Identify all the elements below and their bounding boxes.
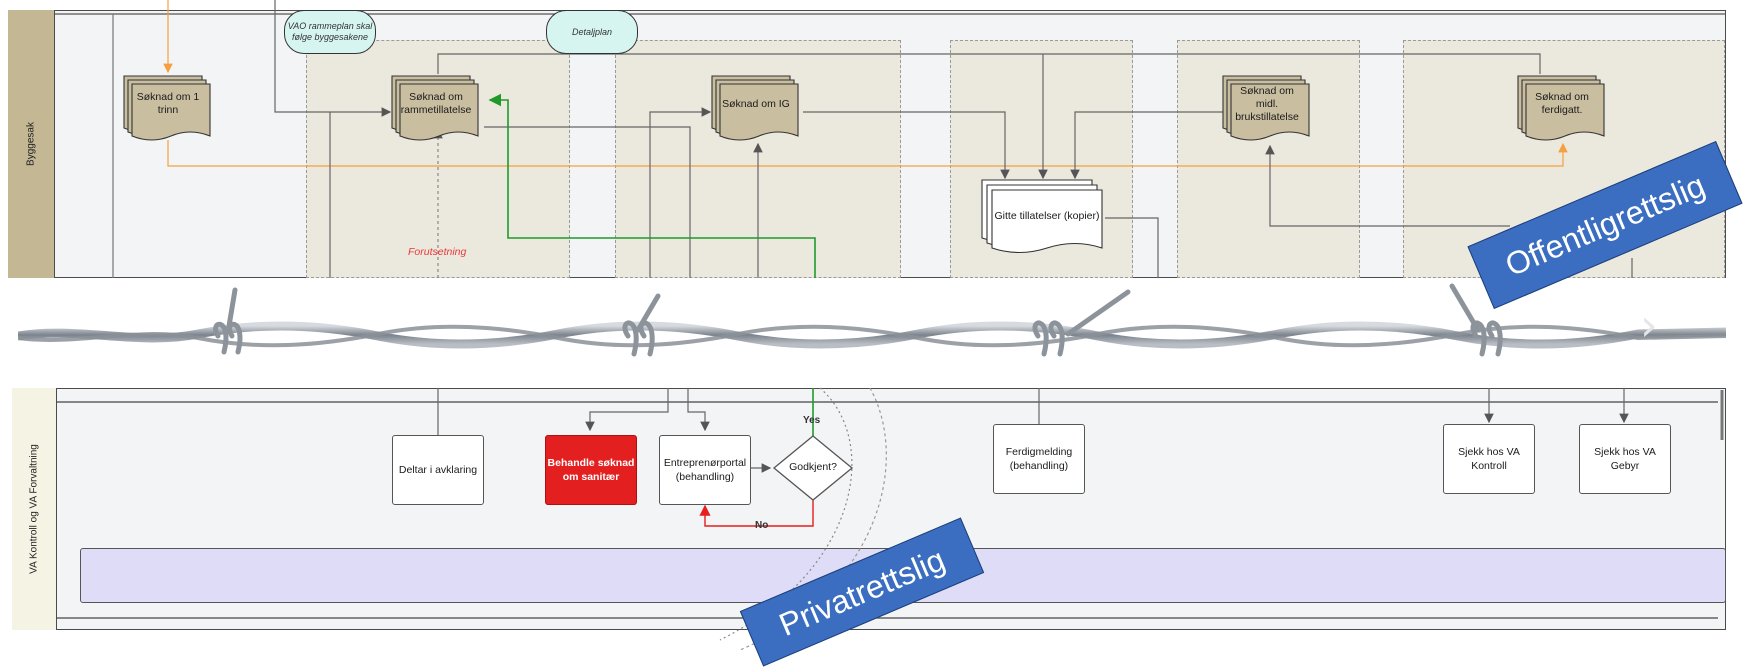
task-behandle-sanitar[interactable]: Behandle søknad om sanitær — [545, 435, 637, 505]
task-entreprenorportal[interactable]: Entreprenørportal (behandling) — [659, 435, 751, 505]
doc-soknad-midl-label: Søknad om midl. brukstillatelse — [1235, 84, 1299, 123]
document-stack-icon — [1222, 75, 1310, 141]
doc-soknad-ferdig-label: Søknad om ferdigatt. — [1535, 91, 1589, 116]
bubble-vao: VAO rammeplan skal følge byggesakene — [284, 10, 376, 54]
forutsetning-label: Forutsetning — [408, 246, 467, 258]
lane-va-header: VA Kontroll og VA Forvaltning — [12, 388, 57, 630]
decision-godkjent-label: Godkjent? — [789, 461, 837, 473]
task-sjekk-va-kontroll[interactable]: Sjekk hos VA Kontroll — [1443, 424, 1535, 494]
doc-gitte-tillatelser[interactable]: Gitte tillatelser (kopier) — [981, 179, 1103, 254]
doc-soknad-ig-label: Søknad om IG — [722, 97, 790, 110]
doc-soknad-midl[interactable]: Søknad om midl. brukstillatelse — [1222, 75, 1310, 141]
doc-soknad-1-trinn-label: Søknad om 1 trinn — [136, 91, 200, 116]
chevron-right-icon[interactable]: › — [1640, 300, 1658, 351]
barbed-wire-icon — [17, 283, 1727, 357]
document-stack-icon — [391, 75, 479, 141]
doc-gitte-tillatelser-label: Gitte tillatelser (kopier) — [994, 209, 1100, 222]
doc-soknad-ramme[interactable]: Søknad om rammetillatelse — [391, 75, 479, 141]
task-deltar[interactable]: Deltar i avklaring — [392, 435, 484, 505]
bubble-detaljplan: Detaljplan — [546, 10, 638, 54]
task-sjekk-va-gebyr[interactable]: Sjekk hos VA Gebyr — [1579, 424, 1671, 494]
document-stack-icon — [981, 179, 1103, 254]
doc-soknad-ferdig[interactable]: Søknad om ferdigatt. — [1517, 75, 1605, 141]
doc-soknad-ramme-label: Søknad om rammetillatelse — [400, 91, 472, 116]
barbed-wire-separator — [17, 280, 1727, 360]
lane-byggesak-header: Byggesak — [8, 10, 55, 278]
document-stack-icon — [711, 75, 799, 141]
no-label: No — [755, 520, 769, 531]
document-stack-icon — [123, 75, 211, 141]
doc-soknad-1-trinn[interactable]: Søknad om 1 trinn — [123, 75, 211, 141]
yes-label: Yes — [803, 415, 821, 426]
doc-soknad-ig[interactable]: Søknad om IG — [711, 75, 799, 141]
task-ferdigmelding[interactable]: Ferdigmelding (behandling) — [993, 424, 1085, 494]
document-stack-icon — [1517, 75, 1605, 141]
